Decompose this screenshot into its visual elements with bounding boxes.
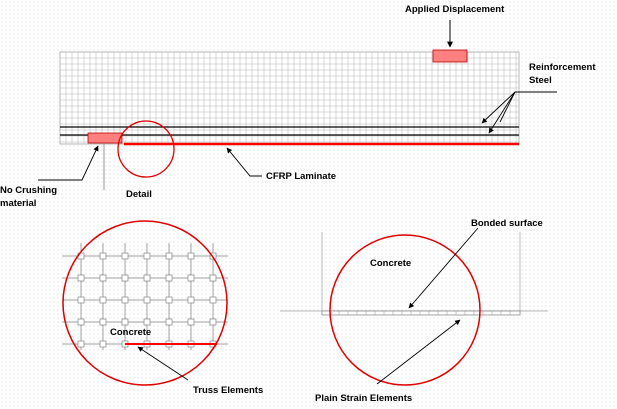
detail-circle-left bbox=[62, 220, 228, 386]
truss-node bbox=[99, 274, 107, 282]
truss-node bbox=[165, 296, 173, 304]
no-crushing-leader bbox=[38, 145, 99, 181]
truss-node bbox=[121, 296, 129, 304]
truss-node bbox=[99, 296, 107, 304]
truss-node bbox=[143, 318, 151, 326]
truss-node bbox=[121, 252, 129, 260]
truss-node bbox=[121, 318, 129, 326]
truss-node bbox=[143, 274, 151, 282]
truss-node bbox=[99, 252, 107, 260]
truss-detail bbox=[62, 220, 228, 386]
truss-node bbox=[121, 274, 129, 282]
steel-label: Steel bbox=[529, 75, 552, 86]
beam-mesh bbox=[59, 51, 520, 145]
reinforcement-arrow-3 bbox=[499, 91, 516, 123]
truss-node bbox=[165, 252, 173, 260]
truss-node bbox=[209, 274, 217, 282]
truss-node bbox=[165, 318, 173, 326]
truss-node bbox=[187, 274, 195, 282]
bonded-surface-arrow bbox=[408, 227, 479, 309]
truss-node bbox=[187, 318, 195, 326]
plain-strain-detail bbox=[280, 232, 548, 386]
bonded-laminate bbox=[321, 310, 521, 316]
truss-node bbox=[209, 296, 217, 304]
truss-node bbox=[165, 274, 173, 282]
truss-node bbox=[187, 252, 195, 260]
material-label: material bbox=[0, 198, 36, 209]
truss-node bbox=[99, 340, 107, 348]
cfrp-laminate-label: CFRP Laminate bbox=[266, 171, 336, 182]
reinforcement-arrow-2 bbox=[488, 91, 516, 134]
truss-node bbox=[143, 252, 151, 260]
applied-displacement-pad bbox=[432, 49, 468, 63]
truss-node bbox=[209, 318, 217, 326]
bonded-surface-label: Bonded surface bbox=[471, 218, 543, 229]
truss-node bbox=[77, 340, 85, 348]
truss-elements-label: Truss Elements bbox=[193, 385, 263, 396]
cfrp-leader bbox=[226, 147, 262, 177]
truss-node bbox=[143, 296, 151, 304]
detail-circle-right bbox=[329, 234, 481, 386]
truss-node bbox=[187, 296, 195, 304]
reinforcement-arrow-1 bbox=[481, 91, 516, 124]
concrete-left-label: Concrete bbox=[110, 327, 151, 338]
no-crushing-pad bbox=[87, 132, 123, 144]
plain-strain-arrow bbox=[376, 319, 461, 385]
no-crushing-label: No Crushing bbox=[0, 185, 57, 196]
detail-label: Detail bbox=[126, 189, 152, 200]
reinforcement-label: Reinforcement bbox=[529, 62, 596, 73]
truss-node bbox=[77, 296, 85, 304]
detail-circle bbox=[117, 120, 175, 178]
plain-strain-label: Plain Strain Elements bbox=[315, 393, 412, 404]
truss-node bbox=[99, 318, 107, 326]
truss-elements-arrow bbox=[137, 346, 189, 381]
applied-displacement-label: Applied Displacement bbox=[405, 4, 505, 15]
truss-node bbox=[77, 274, 85, 282]
truss-node bbox=[77, 318, 85, 326]
concrete-right-label: Concrete bbox=[370, 258, 411, 269]
